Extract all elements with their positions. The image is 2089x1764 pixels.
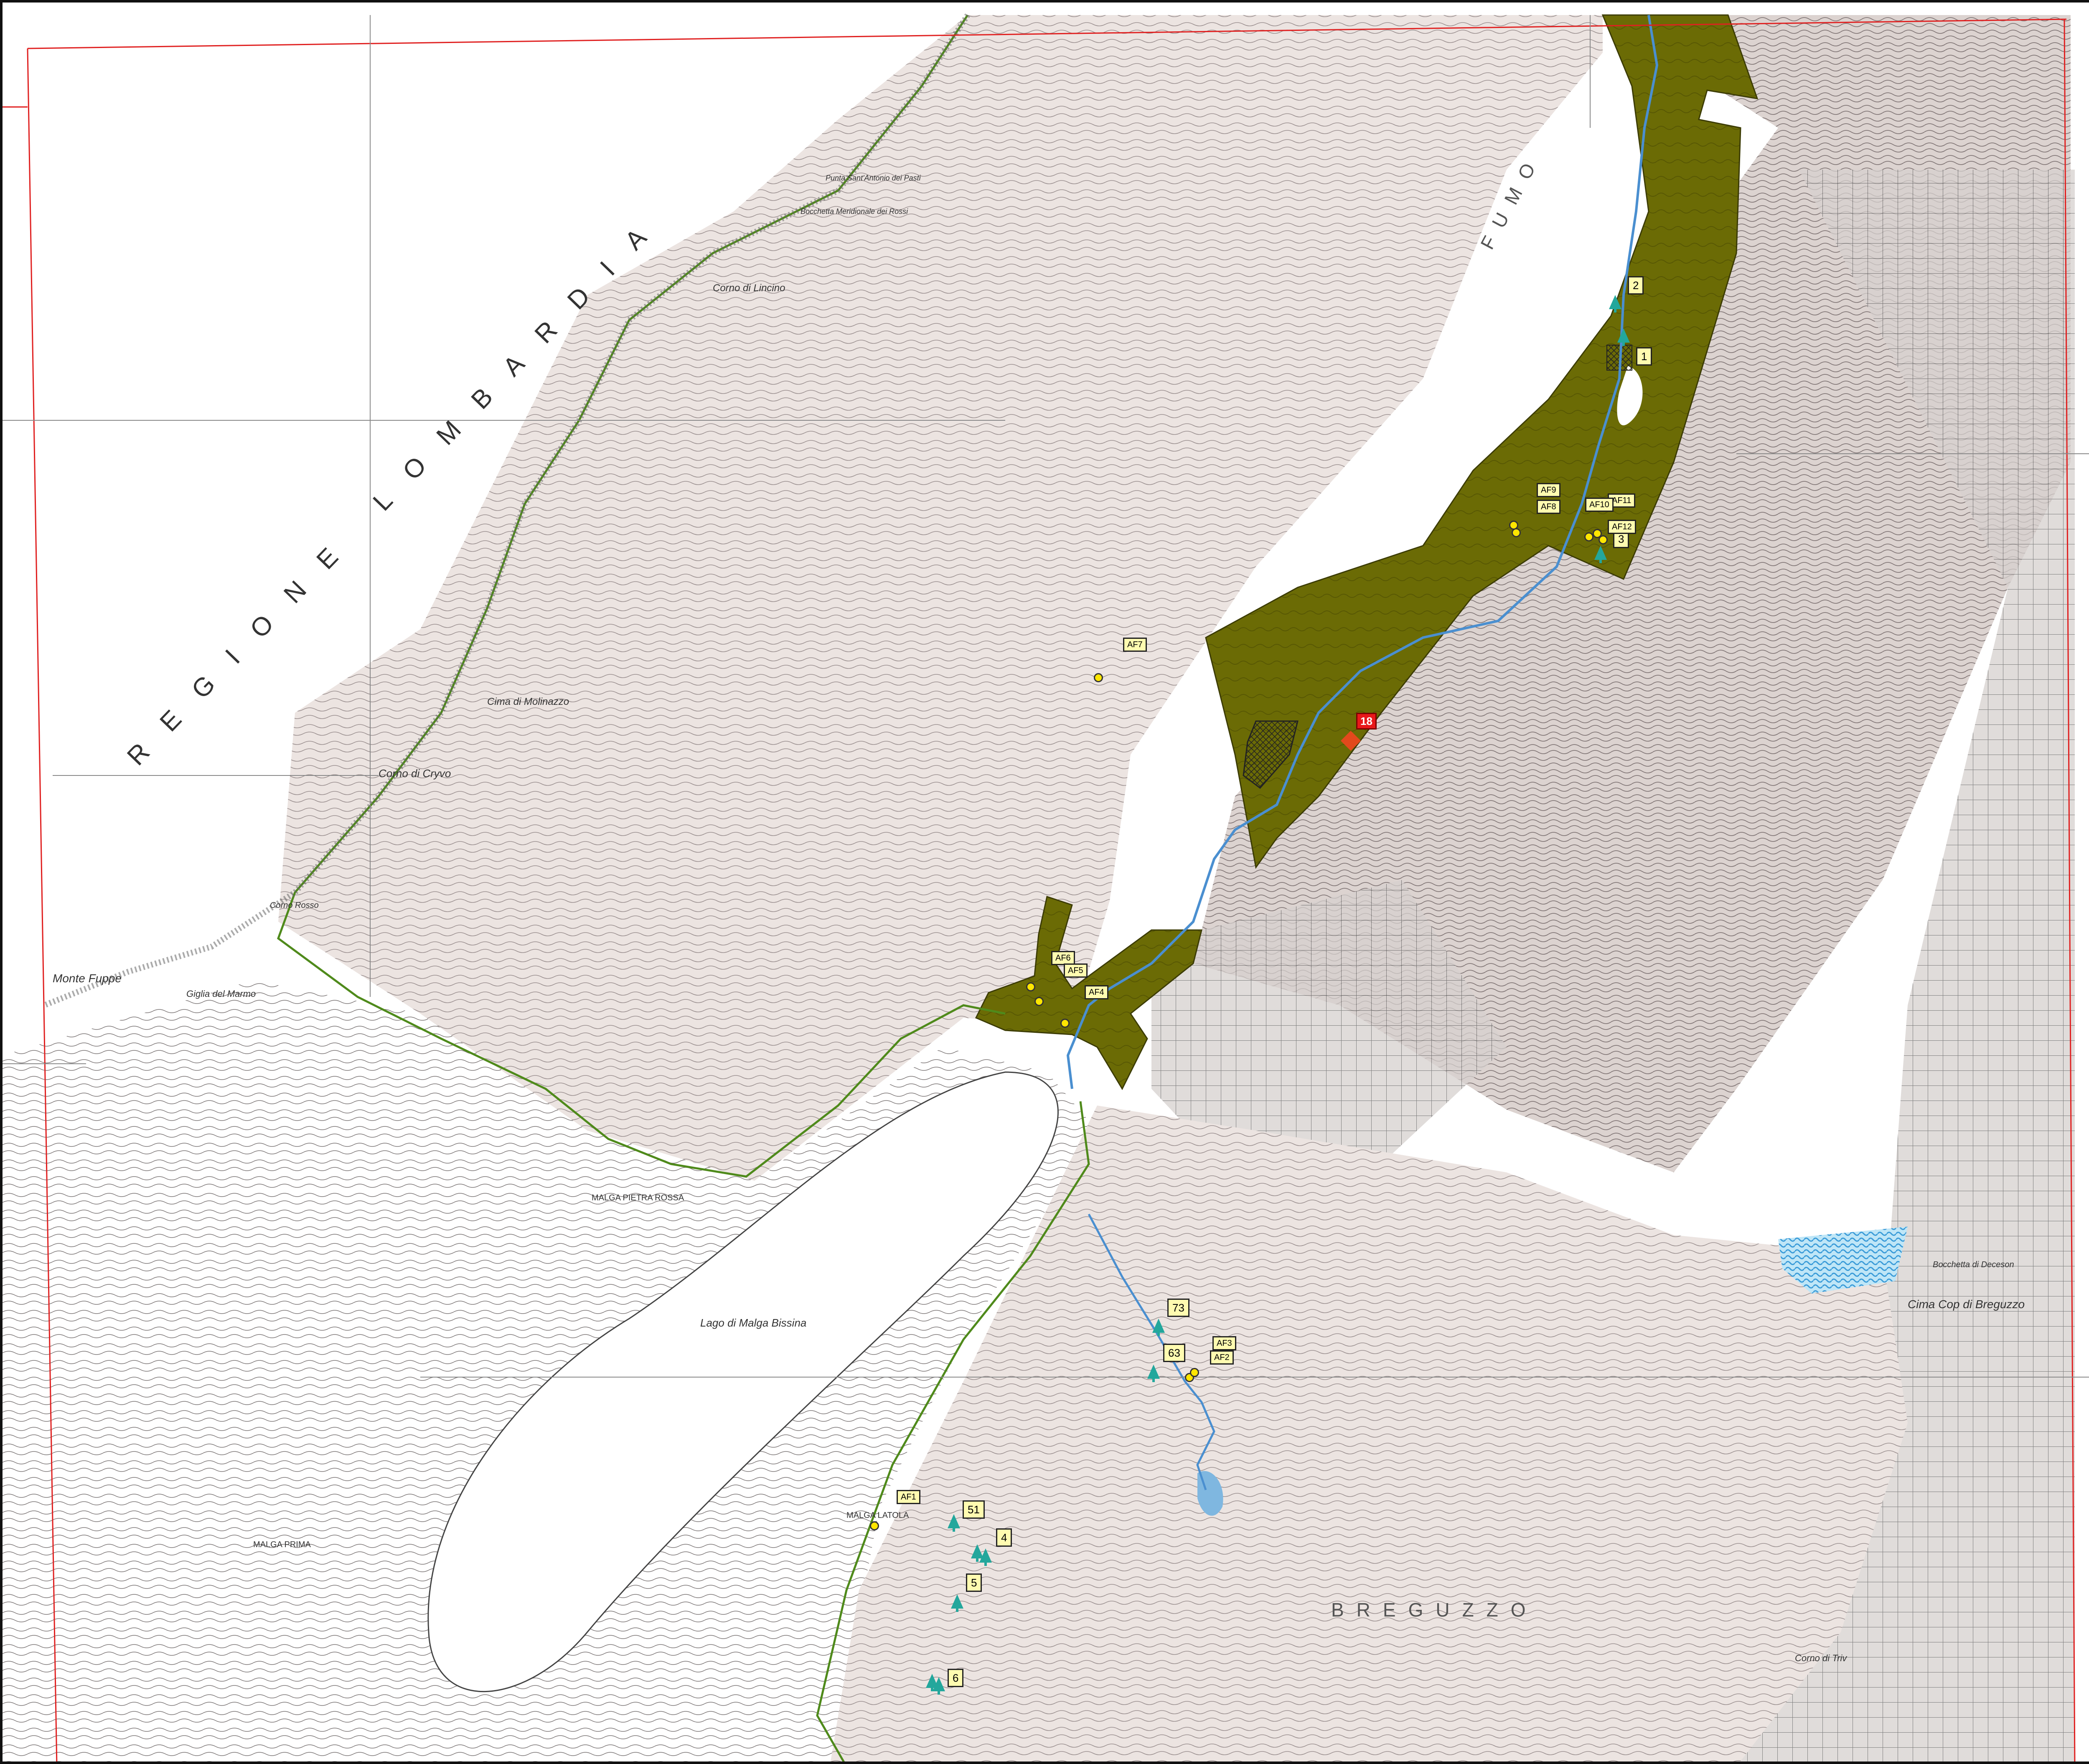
point-marker-icon[interactable] <box>1593 529 1602 538</box>
point-marker-icon[interactable] <box>1026 982 1035 991</box>
terrain-northeast <box>1193 15 2071 1172</box>
lake-label: Lago di Malga Bissina <box>700 1317 807 1329</box>
point-marker-icon[interactable] <box>1599 535 1608 544</box>
tree-marker-icon[interactable] <box>948 1514 960 1532</box>
tag-af2[interactable]: AF2 <box>1210 1350 1234 1365</box>
grid-line-right <box>2064 19 2076 1761</box>
tag-18[interactable]: 18 <box>1356 713 1377 729</box>
tag-af3[interactable]: AF3 <box>1212 1336 1236 1350</box>
tree-marker-icon[interactable] <box>1152 1319 1165 1336</box>
tree-marker-icon[interactable] <box>951 1594 963 1612</box>
lake-malga-bissina <box>427 1071 1059 1692</box>
tree-marker-icon[interactable] <box>1147 1365 1160 1382</box>
tag-2[interactable]: 2 <box>1628 276 1644 295</box>
boundary-south <box>816 1101 1090 1761</box>
tag-5[interactable]: 5 <box>966 1573 982 1592</box>
place-cima-molinazzo: Cima di Molinazzo <box>487 696 569 707</box>
forest-clearing <box>1617 366 1643 425</box>
place-malga-prima: MALGA PRIMA <box>253 1540 311 1549</box>
terrain-north <box>278 15 1603 1181</box>
point-marker-icon[interactable] <box>1060 1019 1070 1028</box>
forest-area-fumo[interactable] <box>1205 14 1759 869</box>
tree-marker-icon[interactable] <box>1609 295 1621 313</box>
place-corno-lincino: Corno di Lincino <box>713 282 785 294</box>
point-marker-icon[interactable] <box>1512 528 1521 537</box>
tag-af10[interactable]: AF10 <box>1585 498 1614 512</box>
place-bocchetta-rossi: Bocchetta Meridionale dei Rossi <box>801 207 908 216</box>
place-corno-triv: Corno di Triv <box>1795 1653 1847 1663</box>
point-marker-icon[interactable] <box>1190 1368 1199 1377</box>
place-bocchetta-deceson: Bocchetta di Deceson <box>1933 1260 2014 1269</box>
graticule <box>3 15 2089 1378</box>
terrain-breguzzo <box>830 1106 1908 1761</box>
regional-boundary <box>277 14 1006 1178</box>
tree-marker-icon[interactable] <box>1617 328 1630 346</box>
point-marker-icon[interactable] <box>1094 673 1103 682</box>
tag-1[interactable]: 1 <box>1636 347 1652 366</box>
tag-4[interactable]: 4 <box>996 1528 1012 1547</box>
place-malga-latola: MALGA LATOLA <box>846 1511 909 1520</box>
rocky-ridge <box>43 13 970 1008</box>
tag-af6[interactable]: AF6 <box>1051 951 1075 965</box>
grid-line-left <box>27 48 58 1761</box>
tag-63[interactable]: 63 <box>1163 1344 1185 1362</box>
tree-marker-icon[interactable] <box>1594 546 1607 563</box>
stream-fumo <box>1066 15 1659 1089</box>
tag-af9[interactable]: AF9 <box>1537 483 1560 497</box>
topographic-map[interactable] <box>3 3 2089 1764</box>
place-punta-san-anto: Punta Sant'Antonio dei Pasti <box>826 174 921 182</box>
valley-label-breguzzo: BREGUZZO <box>1331 1599 1538 1621</box>
grid-line-top <box>27 18 2067 49</box>
place-giglia-marmo: Giglia del Marmo <box>186 989 256 999</box>
tree-marker-icon[interactable] <box>933 1677 945 1695</box>
point-marker-icon[interactable] <box>1034 997 1044 1006</box>
point-marker-icon[interactable] <box>1584 532 1593 541</box>
tag-6[interactable]: 6 <box>948 1669 964 1687</box>
place-cima-cop-breguzzo: Cima Cop di Breguzzo <box>1908 1298 2025 1311</box>
stream-breguzzo <box>1088 1213 1215 1490</box>
tag-51[interactable]: 51 <box>963 1500 985 1519</box>
tag-af7[interactable]: AF7 <box>1123 638 1147 652</box>
tag-73[interactable]: 73 <box>1167 1299 1189 1317</box>
hatched-zone-east <box>1738 170 2075 1761</box>
place-monte-fuppe: Monte Fuppe <box>53 972 122 985</box>
tag-af8[interactable]: AF8 <box>1537 500 1560 514</box>
hatched-zone-center <box>1151 880 1507 1164</box>
tag-af12[interactable]: AF12 <box>1608 520 1636 534</box>
tag-af5[interactable]: AF5 <box>1064 963 1088 978</box>
hatched-area-icon <box>1243 720 1299 789</box>
place-corno-rosso: Corno Rosso <box>270 901 319 910</box>
tag-af1[interactable]: AF1 <box>897 1490 920 1504</box>
tree-marker-icon[interactable] <box>979 1548 992 1566</box>
tag-af4[interactable]: AF4 <box>1085 985 1108 999</box>
point-marker-icon[interactable] <box>870 1521 879 1530</box>
small-lake-east <box>1778 1227 1908 1294</box>
place-malga-pietra-rossa: MALGA PIETRA ROSSA <box>592 1193 684 1202</box>
place-corno-cryvo: Corno di Cryvo <box>379 767 451 780</box>
